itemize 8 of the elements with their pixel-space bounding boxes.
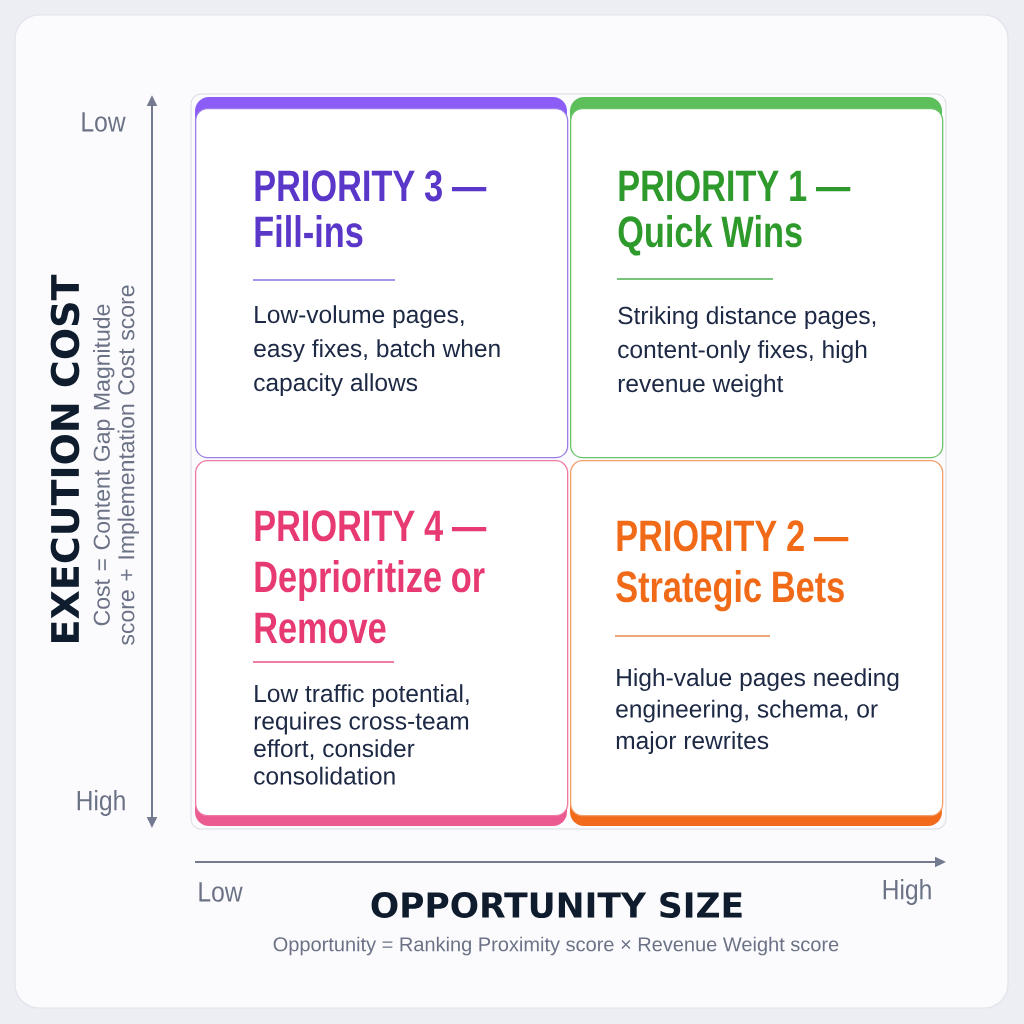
axis-end-label: Low [199, 882, 243, 902]
axis-end-label: High [77, 789, 125, 817]
axis-end-label: High [883, 878, 931, 906]
axis-title: OPPORTUNITY SIZE [371, 891, 742, 919]
axis-end-label: Low [82, 112, 126, 132]
axis-title: EXECUTION COST [50, 274, 80, 642]
axis-formula: Opportunity = Ranking Proximity score × Revenue Weight score [273, 936, 839, 956]
axis-formula: Cost = Content Gap Magnitude score + Implementation Cost score [93, 285, 139, 645]
